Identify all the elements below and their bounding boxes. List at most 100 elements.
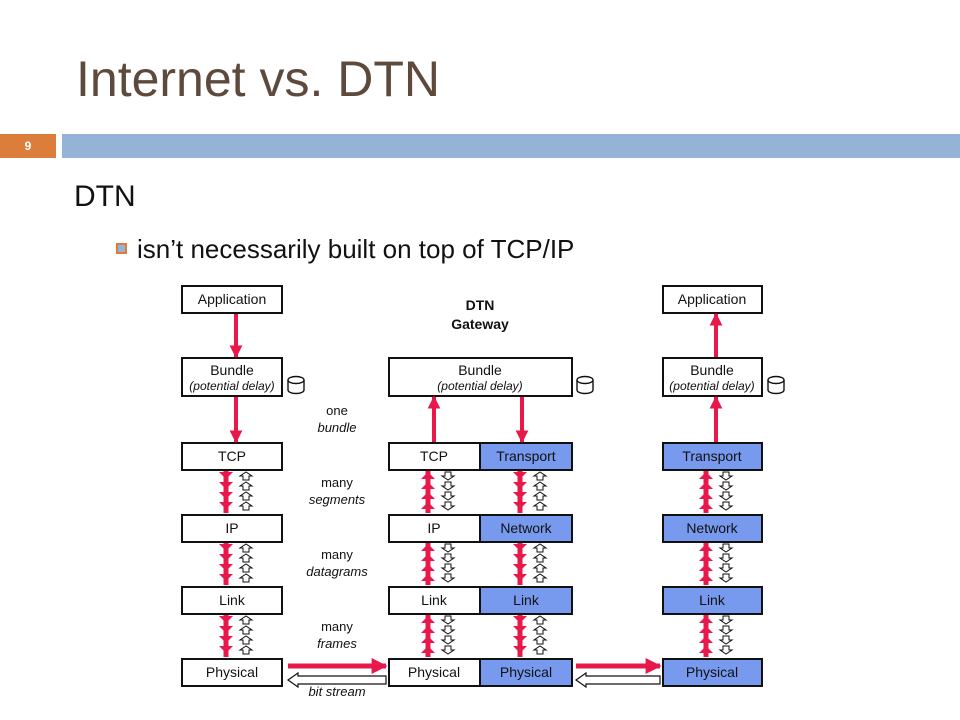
label-many-segments-1: many xyxy=(321,475,353,490)
red-arrow-head xyxy=(513,616,527,623)
gateway-ip-box xyxy=(388,514,481,543)
red-arrow-head xyxy=(421,492,435,499)
hollow-arrow xyxy=(532,573,548,583)
slide-title: Internet vs. DTN xyxy=(76,51,440,107)
red-arrow-head xyxy=(699,636,713,643)
left-link-label: Link xyxy=(219,592,246,608)
red-arrow-head xyxy=(421,544,435,551)
hollow-arrow xyxy=(532,635,548,645)
right-storage-icon xyxy=(767,375,785,395)
red-arrow-head xyxy=(699,502,713,509)
hollow-arrow xyxy=(440,635,456,645)
bullet-item: isn’t necessarily built on top of TCP/IP xyxy=(116,234,574,265)
hollow-arrow xyxy=(238,553,254,563)
hollow-arrow xyxy=(532,553,548,563)
right-bundle-note: (potential delay) xyxy=(669,379,754,393)
left-link-box xyxy=(181,586,283,615)
hollow-arrow xyxy=(718,553,734,563)
hollow-arrow xyxy=(238,471,254,481)
gateway-transport-label: Transport xyxy=(496,448,556,464)
bullet-text: isn’t necessarily built on top of TCP/IP xyxy=(137,234,575,264)
hollow-arrow xyxy=(238,563,254,573)
hollow-arrow xyxy=(718,625,734,635)
left-bundle-label: Bundle xyxy=(210,362,254,378)
label-one: one xyxy=(326,403,348,418)
left-bundle-box xyxy=(181,357,283,397)
hollow-horizontal-arrow xyxy=(574,671,661,689)
left-physical-label: Physical xyxy=(206,664,258,680)
left-stack: Application Bundle (potential delay) TCP… xyxy=(181,285,305,687)
label-many-frames-1: many xyxy=(321,619,353,634)
hollow-arrow xyxy=(532,645,548,655)
red-arrow-head xyxy=(699,564,713,571)
right-network-link-arrows xyxy=(699,543,734,585)
hollow-arrow xyxy=(532,625,548,635)
gateway-right-link-phys-arrows xyxy=(513,615,548,657)
hollow-arrow xyxy=(440,615,456,625)
red-arrow-head xyxy=(219,564,233,571)
slide-heading: DTN xyxy=(74,180,136,213)
right-link-phys-arrows xyxy=(699,615,734,657)
red-arrow-head xyxy=(513,554,527,561)
red-arrow-head xyxy=(421,626,435,633)
gateway-bundle-label: Bundle xyxy=(458,362,502,378)
hollow-arrow xyxy=(440,625,456,635)
bitstream-hollow-arrow-left xyxy=(286,671,387,689)
left-application-box xyxy=(181,285,283,314)
red-arrow-head xyxy=(513,492,527,499)
red-arrow-head xyxy=(219,574,233,581)
right-physical-box xyxy=(662,658,763,687)
hollow-arrow xyxy=(718,501,734,511)
hollow-horizontal-arrow xyxy=(286,671,387,689)
gateway-link-right-label: Link xyxy=(513,592,540,608)
hollow-arrow xyxy=(238,625,254,635)
red-arrow-head xyxy=(421,616,435,623)
gateway-physical-right-label: Physical xyxy=(500,664,552,680)
left-physical-box xyxy=(181,658,283,687)
hollow-arrow xyxy=(532,481,548,491)
right-network-box xyxy=(662,514,763,543)
hollow-arrow xyxy=(238,645,254,655)
hollow-arrow xyxy=(532,563,548,573)
hollow-arrow xyxy=(718,615,734,625)
gateway-physical-left-label: Physical xyxy=(408,664,460,680)
left-application-label: Application xyxy=(198,291,267,307)
hollow-arrow xyxy=(718,563,734,573)
bitstream-hollow-arrow-right xyxy=(574,671,661,689)
left-link-phys-arrows xyxy=(219,615,254,657)
red-arrow-head xyxy=(421,646,435,653)
label-many-frames-2: frames xyxy=(317,636,357,651)
gateway-network-label: Network xyxy=(500,520,552,536)
red-arrow-head xyxy=(421,564,435,571)
red-arrow-head xyxy=(219,472,233,479)
hollow-arrow xyxy=(440,563,456,573)
bullet-square-icon xyxy=(116,243,127,254)
red-arrow-head xyxy=(219,646,233,653)
gateway-stack: Bundle (potential delay) TCP Transport I… xyxy=(388,357,594,687)
gateway-left-tcp-ip-arrows xyxy=(421,471,456,513)
hollow-arrow xyxy=(238,491,254,501)
red-arrow-head xyxy=(219,492,233,499)
hollow-arrow xyxy=(532,491,548,501)
red-arrow-head xyxy=(421,554,435,561)
red-arrow-head xyxy=(219,482,233,489)
right-physical-label: Physical xyxy=(686,664,738,680)
hollow-arrow xyxy=(440,481,456,491)
label-many-segments-2: segments xyxy=(309,492,366,507)
red-arrow-head xyxy=(699,646,713,653)
right-network-label: Network xyxy=(686,520,738,536)
red-arrow-head xyxy=(699,492,713,499)
hollow-arrow xyxy=(532,471,548,481)
gateway-network-box xyxy=(479,514,573,543)
hollow-arrow xyxy=(238,543,254,553)
hollow-arrow xyxy=(440,573,456,583)
hollow-arrow xyxy=(532,501,548,511)
red-arrow-head xyxy=(699,616,713,623)
red-arrow-head xyxy=(421,636,435,643)
left-ip-label: IP xyxy=(225,520,238,536)
red-arrow-head xyxy=(513,646,527,653)
slide-number: 9 xyxy=(0,134,56,158)
left-ip-box xyxy=(181,514,283,543)
gateway-right-transport-network-arrows xyxy=(513,471,548,513)
red-arrow-head xyxy=(513,472,527,479)
